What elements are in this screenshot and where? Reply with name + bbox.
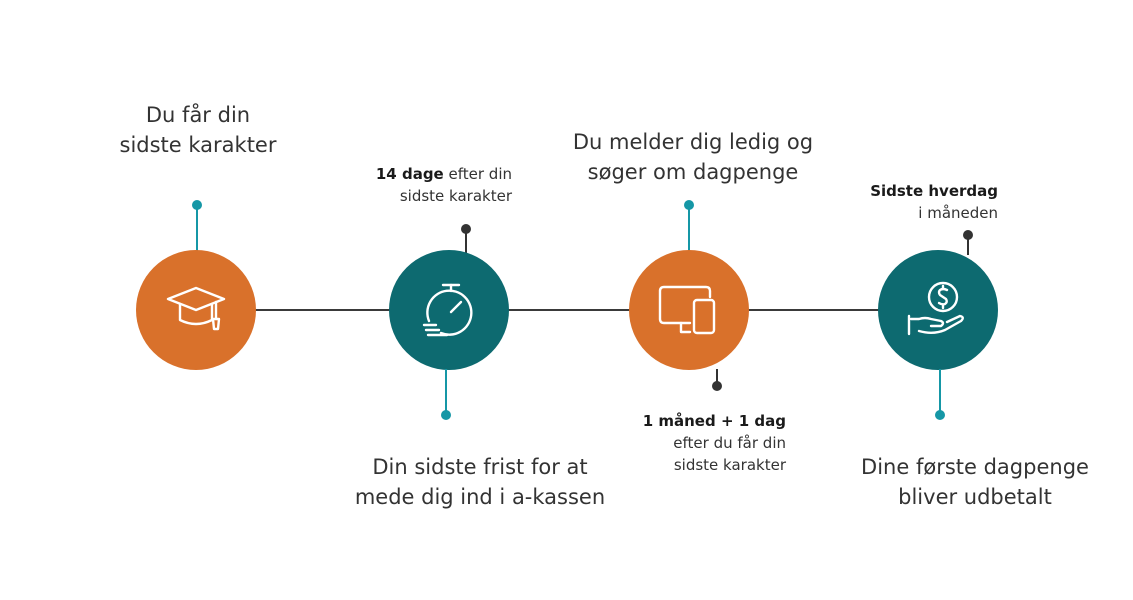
hand-dollar-icon [907, 281, 964, 336]
step3-connector-line [688, 206, 690, 252]
step1-circle [136, 250, 256, 370]
devices-icon [658, 285, 716, 335]
step2-connector-line [445, 369, 447, 414]
timeline-segment-2 [506, 309, 630, 311]
step3-circle [629, 250, 749, 370]
step3-title: Du melder dig ledig og søger om dagpenge [572, 130, 814, 184]
step2-title: Din sidste frist for at mede dig ind i a… [354, 455, 606, 509]
step1-connector-line [196, 206, 198, 252]
timeline-segment-1 [255, 309, 392, 311]
step4-note-line [967, 236, 969, 255]
timeline-segment-3 [747, 309, 880, 311]
step4-note: Sidste hverdag i måneden [870, 182, 998, 222]
graduation-cap-icon [166, 286, 226, 331]
step3-note: 1 måned + 1 dag efter du får din sidste … [642, 412, 786, 474]
step4-connector-line [939, 369, 941, 414]
step4-note-dot [963, 230, 973, 240]
step2-connector-dot [441, 410, 451, 420]
step1-connector-dot [192, 200, 202, 210]
step3-note-line [716, 369, 718, 385]
step4-title: Dine første dagpenge bliver udbetalt [861, 455, 1089, 509]
step2-circle [389, 250, 509, 370]
step2-note: 14 dage efter din sidste karakter [375, 165, 512, 205]
step3-note-dot [712, 381, 722, 391]
step4-connector-dot [935, 410, 945, 420]
step2-note-line [465, 230, 467, 255]
step2-note-dot [461, 224, 471, 234]
step3-connector-dot [684, 200, 694, 210]
stopwatch-icon [422, 283, 473, 337]
step4-circle [878, 250, 998, 370]
step1-title: Du får din sidste karakter [119, 103, 277, 157]
